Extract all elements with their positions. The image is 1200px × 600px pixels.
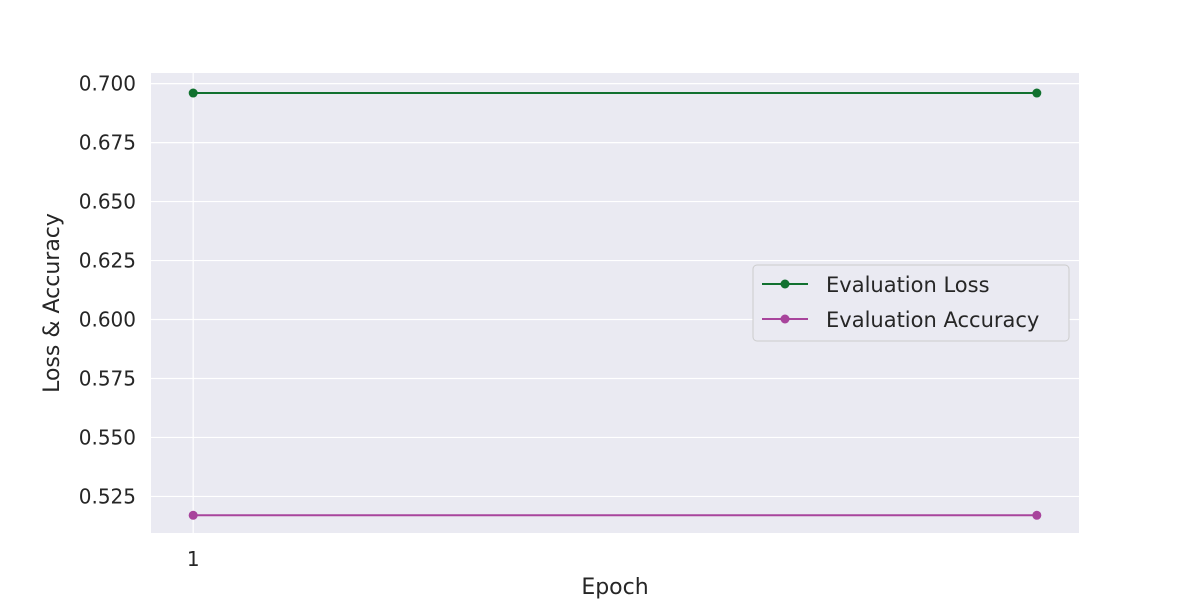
legend-marker-accuracy	[780, 314, 790, 324]
legend-marker-loss	[780, 279, 790, 289]
y-tick-label: 0.625	[79, 249, 136, 273]
x-tick-label: 1	[187, 547, 200, 571]
series-layer	[188, 88, 1042, 520]
y-tick-label: 0.675	[79, 131, 136, 155]
y-axis-title: Loss & Accuracy	[40, 213, 65, 393]
y-tick-label: 0.525	[79, 484, 136, 508]
y-tick-label: 0.650	[79, 190, 136, 214]
data-point-evaluation-loss	[1032, 88, 1042, 98]
data-point-evaluation-accuracy	[1032, 510, 1042, 520]
legend-box	[752, 264, 1070, 342]
y-tick-label: 0.550	[79, 425, 136, 449]
data-point-evaluation-loss	[188, 88, 198, 98]
y-tick-label: 0.700	[79, 72, 136, 96]
data-point-evaluation-accuracy	[188, 510, 198, 520]
y-tick-label: 0.575	[79, 366, 136, 390]
legend-label-loss: Evaluation Loss	[826, 273, 990, 297]
y-gridlines	[151, 83, 1079, 498]
x-axis-title: Epoch	[581, 575, 648, 600]
legend: Evaluation Loss Evaluation Accuracy	[752, 264, 1070, 342]
y-tick-label: 0.600	[79, 308, 136, 332]
x-tick-labels: 1	[187, 547, 200, 571]
y-tick-labels: 0.525 0.550 0.575 0.600 0.625 0.650 0.675 0.700	[79, 72, 136, 509]
legend-label-accuracy: Evaluation Accuracy	[826, 308, 1039, 332]
